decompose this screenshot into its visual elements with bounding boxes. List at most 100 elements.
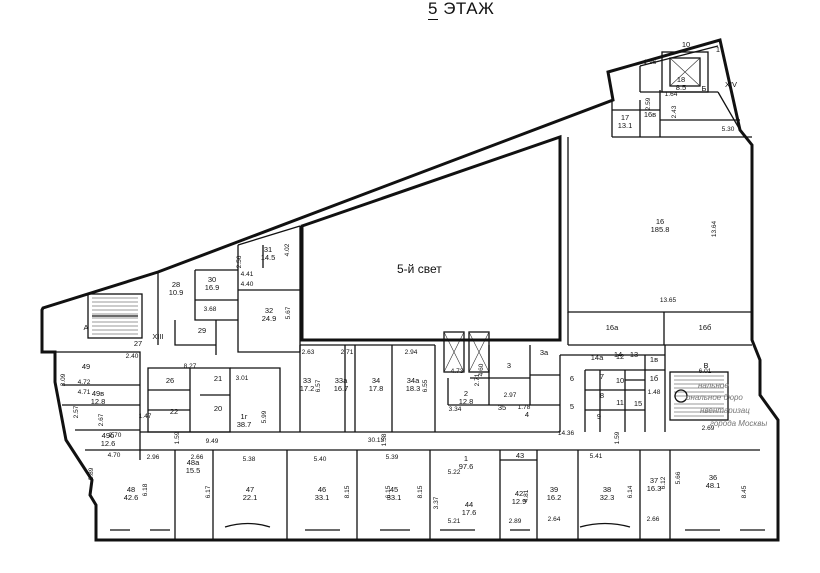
room-number: 12 bbox=[616, 352, 624, 361]
room-11: 11 bbox=[616, 398, 624, 407]
room-4: 4 bbox=[525, 410, 529, 419]
room-number: 17 bbox=[621, 113, 629, 122]
room-26: 26 bbox=[166, 376, 174, 385]
room-10: 10 bbox=[682, 40, 690, 49]
room-20: 20 bbox=[214, 404, 222, 413]
stamp-line-4: города Москвы bbox=[710, 419, 767, 428]
dimension-label: 13.64 bbox=[711, 220, 718, 237]
room-area: 17.6 bbox=[462, 508, 477, 517]
room-area: 12.8 bbox=[459, 397, 474, 406]
dimension-label: 6.57 bbox=[315, 379, 322, 392]
room-number: 34 bbox=[372, 376, 380, 385]
room-number: 45 bbox=[390, 485, 398, 494]
dimension-label: 5.39 bbox=[386, 454, 399, 461]
room-number: 1 bbox=[716, 45, 720, 54]
dimension-label: 1.48 bbox=[648, 389, 661, 396]
dimension-label: 8.27 bbox=[184, 363, 197, 370]
room-number: 16б bbox=[699, 323, 712, 332]
room-area: 185.8 bbox=[651, 225, 670, 234]
room-A: А bbox=[83, 323, 88, 332]
stamp-line-3: нвентаризац bbox=[700, 406, 750, 415]
room-number: 21 bbox=[214, 374, 222, 383]
dimension-label: 5.41 bbox=[590, 453, 603, 460]
room-area: 24.9 bbox=[262, 314, 277, 323]
room-number: 16в bbox=[644, 110, 656, 119]
room-number: 36 bbox=[709, 473, 717, 482]
room-22: 22 bbox=[170, 407, 178, 416]
room-area: 17.2 bbox=[300, 384, 315, 393]
room-area: 8.5 bbox=[676, 83, 686, 92]
dimension-label: 2.69 bbox=[702, 425, 715, 432]
room-35: 35 bbox=[498, 403, 506, 412]
stairs bbox=[87, 51, 729, 421]
dimension-label: 5.40 bbox=[314, 456, 327, 463]
dimension-label: 3.01 bbox=[236, 375, 249, 382]
room-10b: 10 bbox=[616, 376, 624, 385]
room-area: 12.9 bbox=[512, 497, 527, 506]
room-number: 9 bbox=[597, 412, 601, 421]
room-area: 10.9 bbox=[169, 288, 184, 297]
room-number: Б bbox=[702, 84, 707, 93]
room-area: 42.6 bbox=[124, 493, 139, 502]
room-number: 1г bbox=[241, 412, 248, 421]
room-area: 17.8 bbox=[369, 384, 384, 393]
dimension-label: 9.49 bbox=[206, 438, 219, 445]
dimension-label: 2.89 bbox=[88, 467, 95, 480]
stair-west bbox=[87, 293, 143, 339]
room-9: 9 bbox=[597, 412, 601, 421]
dimension-label: 2.66 bbox=[191, 454, 204, 461]
dimension-label: 2.96 bbox=[147, 454, 160, 461]
dimension-label: 1.96 bbox=[644, 59, 657, 66]
room-number: 33а bbox=[335, 376, 348, 385]
dimension-label: 6.18 bbox=[142, 483, 149, 496]
room-layer: 3114.53016.92810.93224.92927АXIII16185.8… bbox=[82, 40, 737, 517]
dimension-label: 6.12 bbox=[660, 476, 667, 489]
room-12: 12 bbox=[616, 352, 624, 361]
room-16a: 16а bbox=[606, 323, 619, 332]
room-number: 22 bbox=[170, 407, 178, 416]
dimension-label: 5.67 bbox=[285, 306, 292, 319]
room-number: 13 bbox=[630, 350, 638, 359]
room-XIII: XIII bbox=[152, 332, 163, 341]
dimension-label: 14.36 bbox=[558, 430, 575, 437]
room-1b: 1б bbox=[650, 374, 658, 383]
room-number: 16а bbox=[606, 323, 619, 332]
room-number: 47 bbox=[246, 485, 254, 494]
room-number: 29 bbox=[198, 326, 206, 335]
dimension-label: 3.09 bbox=[60, 373, 67, 386]
room-number: 2 bbox=[464, 389, 468, 398]
dimension-label: 4.81 bbox=[523, 489, 530, 502]
dimension-label: 30.13 bbox=[368, 437, 385, 444]
dimension-label: 1.78 bbox=[518, 404, 531, 411]
dimension-label: 5.21 bbox=[448, 518, 461, 525]
room-number: 37 bbox=[650, 476, 658, 485]
room-area: 16.9 bbox=[205, 283, 220, 292]
dimension-label: 2.59 bbox=[645, 97, 652, 110]
atrium-label: 5-й свет bbox=[397, 262, 442, 276]
dimension-label: 1.59 bbox=[614, 431, 621, 444]
room-2: 212.8 bbox=[459, 389, 474, 406]
interior-walls bbox=[55, 45, 760, 540]
room-number: 11 bbox=[616, 398, 624, 407]
stair-east bbox=[669, 371, 729, 421]
room-14: 14 bbox=[614, 350, 622, 359]
room-1: 197.6 bbox=[459, 454, 474, 471]
room-number: 28 bbox=[172, 280, 180, 289]
room-area: 12.8 bbox=[91, 397, 106, 406]
room-16b: 16б bbox=[699, 323, 712, 332]
room-18: 188.5 bbox=[676, 75, 686, 92]
